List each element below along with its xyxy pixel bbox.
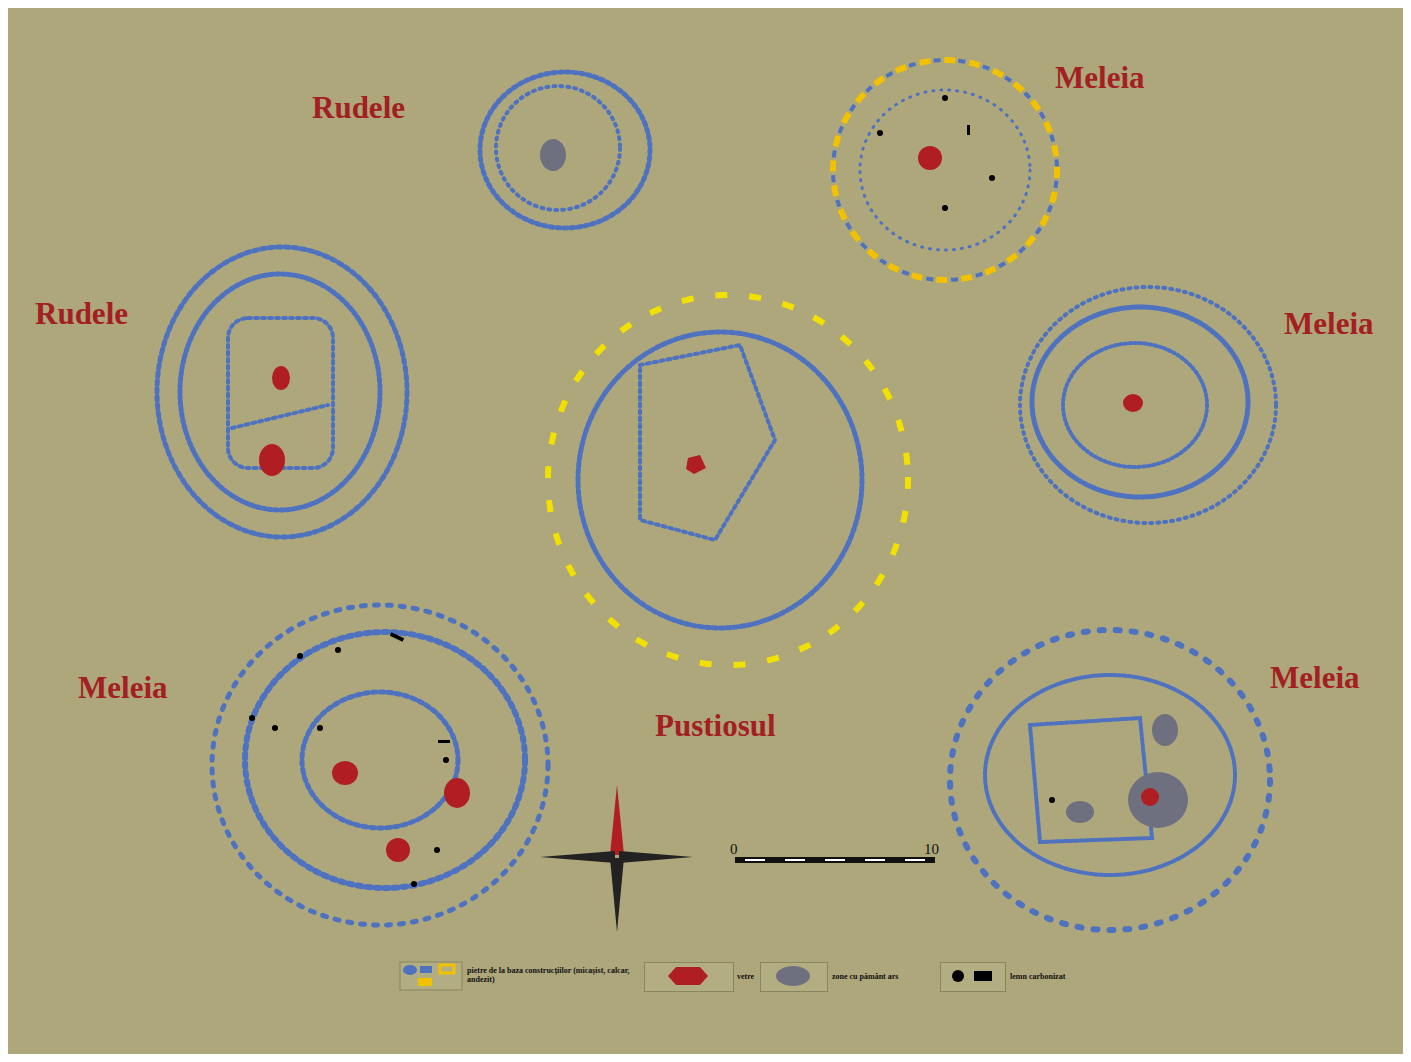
map-ground (8, 8, 1403, 1054)
site-name: Meleia (78, 672, 168, 703)
legend-box (940, 962, 1006, 992)
site-name: Pustiosul (655, 710, 776, 741)
legend-swatch (952, 970, 964, 982)
legend-text: zone cu pământ ars (832, 972, 932, 981)
site-name: Meleia (1055, 62, 1145, 93)
site-name: Meleia (1284, 308, 1374, 339)
stone-sample (400, 962, 462, 990)
scale-number: 10 (924, 842, 939, 857)
legend-swatch (776, 966, 810, 986)
legend-swatch (974, 971, 992, 981)
north-arrow (540, 785, 693, 932)
legend-swatch (668, 967, 708, 985)
legend-text: lemn carbonizat (1010, 972, 1110, 981)
scale-bar (735, 857, 935, 863)
legend-text: pietre de la baza construcțiilor (micași… (467, 966, 637, 984)
site-name: Meleia (1270, 662, 1360, 693)
scale-number: 0 (730, 842, 738, 857)
site-name: Rudele (312, 92, 405, 123)
site-name: Rudele (35, 298, 128, 329)
